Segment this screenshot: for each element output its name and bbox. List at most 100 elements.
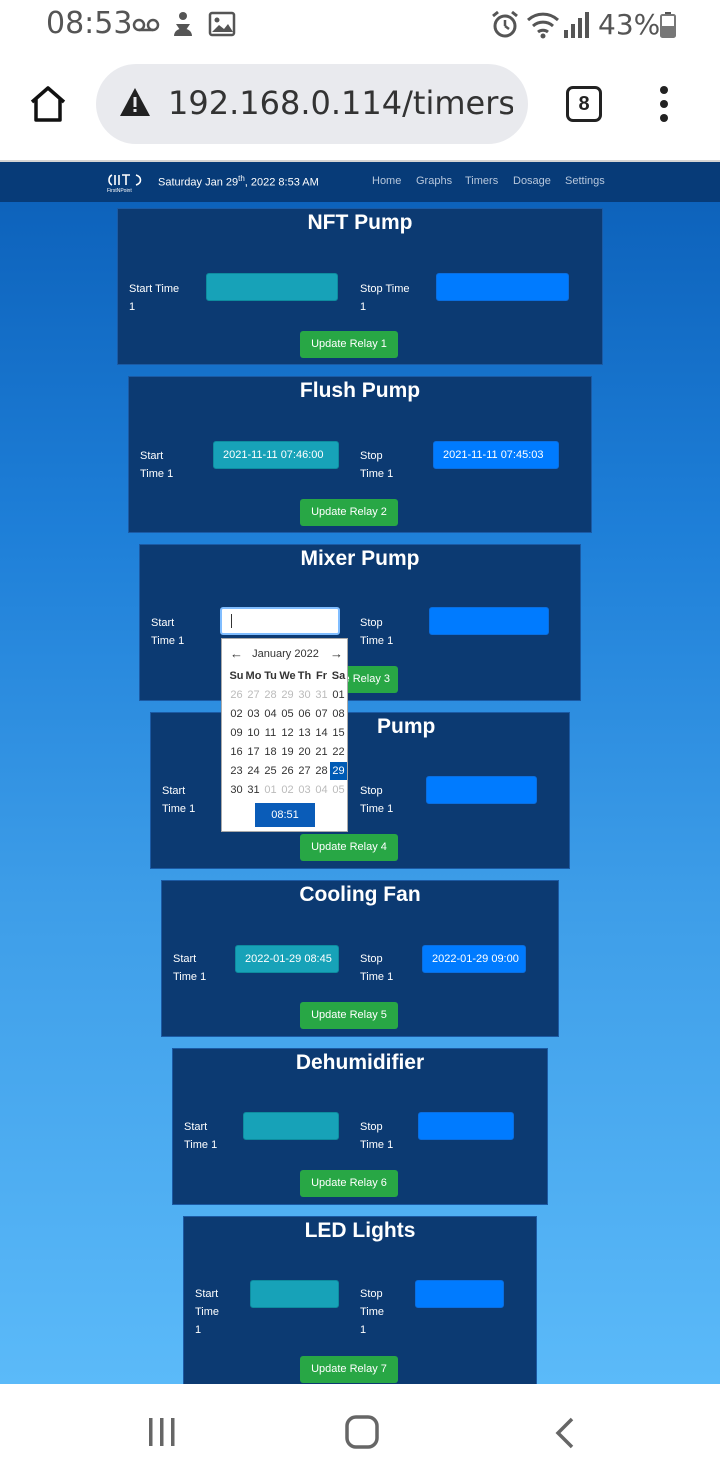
picker-day[interactable]: 13 <box>298 727 311 739</box>
picker-day[interactable]: 11 <box>264 727 277 739</box>
stop-time-input[interactable] <box>415 1280 504 1308</box>
picker-day[interactable]: 28 <box>264 689 277 701</box>
wifi-icon <box>526 12 560 39</box>
picker-day[interactable]: 27 <box>298 765 311 777</box>
picker-weekday: Th <box>297 670 312 682</box>
address-bar[interactable]: 192.168.0.114/timers.php <box>96 64 528 144</box>
start-time-input-focused[interactable] <box>220 607 340 635</box>
picker-day[interactable]: 09 <box>230 727 243 739</box>
relay-title: LED Lights <box>304 1219 416 1242</box>
picker-day[interactable]: 01 <box>264 784 277 796</box>
stop-time-input[interactable] <box>429 607 549 635</box>
relay-title: Cooling Fan <box>299 883 421 906</box>
picker-day[interactable]: 25 <box>264 765 277 777</box>
picker-day[interactable]: 10 <box>247 727 260 739</box>
start-time-input[interactable]: 2021-11-11 07:46:00 <box>213 441 339 469</box>
relay-card-1: NFT Pump Start Time 1 Stop Time 1 Update… <box>117 208 603 365</box>
tab-switcher-button[interactable]: 8 <box>566 86 602 122</box>
update-relay-button[interactable]: Update Relay 2 <box>300 499 398 526</box>
picker-day[interactable]: 06 <box>298 708 311 720</box>
stop-time-input[interactable] <box>426 776 537 804</box>
update-relay-button[interactable]: Update Relay 7 <box>300 1356 398 1383</box>
picker-day[interactable]: 29 <box>281 689 294 701</box>
picker-day[interactable]: 08 <box>332 708 345 720</box>
stop-time-input[interactable] <box>418 1112 514 1140</box>
recent-apps-icon[interactable] <box>146 1416 178 1448</box>
picker-day[interactable]: 04 <box>264 708 277 720</box>
picker-day[interactable]: 01 <box>332 689 345 701</box>
picker-day[interactable]: 07 <box>315 708 328 720</box>
nav-settings-link[interactable]: Settings <box>565 175 605 187</box>
start-time-label: Start Time 1 <box>151 617 185 647</box>
picker-day[interactable]: 18 <box>264 746 277 758</box>
picker-day[interactable]: 17 <box>247 746 260 758</box>
picker-day[interactable]: 05 <box>281 708 294 720</box>
picker-day[interactable]: 05 <box>332 784 345 796</box>
picker-day[interactable]: 30 <box>230 784 243 796</box>
update-relay-button[interactable]: Update Relay 6 <box>300 1170 398 1197</box>
picker-day[interactable]: 27 <box>247 689 260 701</box>
home-icon[interactable] <box>28 84 68 124</box>
nav-date-ordinal: th <box>238 174 245 183</box>
picker-day[interactable]: 31 <box>315 689 328 701</box>
back-icon[interactable] <box>550 1416 578 1450</box>
picker-day[interactable]: 15 <box>332 727 345 739</box>
nav-graphs-link[interactable]: Graphs <box>416 175 453 187</box>
picker-month-label: January 2022 <box>252 648 319 660</box>
start-time-label: Start Time 1 <box>195 1288 220 1336</box>
start-time-input[interactable] <box>250 1280 339 1308</box>
nav-timers-link[interactable]: Timers <box>465 175 499 187</box>
relay-card-7: LED Lights Start Time 1 Stop Time 1 Upda… <box>183 1216 537 1384</box>
picker-day[interactable]: 24 <box>247 765 260 777</box>
browser-toolbar: 192.168.0.114/timers.php 8 <box>0 52 720 160</box>
picker-day[interactable]: 30 <box>298 689 311 701</box>
picker-day[interactable]: 02 <box>230 708 243 720</box>
stop-time-label: Stop Time 1 <box>360 1288 385 1336</box>
picker-day[interactable]: 23 <box>230 765 243 777</box>
picker-day[interactable]: 21 <box>315 746 328 758</box>
battery-percent: 43% <box>598 8 661 41</box>
picker-day[interactable]: 16 <box>230 746 243 758</box>
start-time-input[interactable] <box>243 1112 339 1140</box>
prev-month-button[interactable]: ← <box>230 646 243 661</box>
more-menu-icon[interactable] <box>656 84 672 124</box>
stop-time-input[interactable] <box>436 273 569 301</box>
picker-day[interactable]: 31 <box>247 784 260 796</box>
relay-title: Flush Pump <box>299 379 421 402</box>
picker-day[interactable]: 22 <box>332 746 345 758</box>
picker-weekday: Su <box>229 670 244 682</box>
stop-time-input[interactable]: 2022-01-29 09:00 <box>422 945 526 973</box>
picker-day[interactable]: 20 <box>298 746 311 758</box>
picker-day[interactable]: 28 <box>315 765 328 777</box>
picker-day[interactable]: 19 <box>281 746 294 758</box>
picker-day[interactable]: 26 <box>230 689 243 701</box>
update-relay-button[interactable]: Update Relay 4 <box>300 834 398 861</box>
warning-icon[interactable] <box>118 86 152 118</box>
picker-day[interactable]: 12 <box>281 727 294 739</box>
relay-card-6: Dehumidifier Start Time 1 Stop Time 1 Up… <box>172 1048 548 1205</box>
picker-day[interactable]: 03 <box>298 784 311 796</box>
update-relay-button[interactable]: Update Relay 5 <box>300 1002 398 1029</box>
site-logo[interactable]: FirstNPoint <box>106 171 148 193</box>
start-time-input[interactable]: 2022-01-29 08:45 <box>235 945 339 973</box>
svg-text:FirstNPoint: FirstNPoint <box>107 188 132 193</box>
picker-day[interactable]: 29 <box>330 762 347 780</box>
update-relay-button[interactable]: Update Relay 1 <box>300 331 398 358</box>
url-text[interactable]: 192.168.0.114/timers.php <box>168 84 513 122</box>
picker-day[interactable]: 14 <box>315 727 328 739</box>
start-time-input[interactable] <box>206 273 338 301</box>
nav-home-link[interactable]: Home <box>372 175 402 187</box>
stop-time-input[interactable]: 2021-11-11 07:45:03 <box>433 441 559 469</box>
nav-dosage-link[interactable]: Dosage <box>513 175 551 187</box>
picker-day[interactable]: 02 <box>281 784 294 796</box>
relay-title: Pump <box>377 715 436 738</box>
text-cursor <box>231 614 232 628</box>
picker-time-button[interactable]: 08:51 <box>255 803 315 827</box>
home-nav-icon[interactable] <box>344 1414 380 1450</box>
picker-day[interactable]: 04 <box>315 784 328 796</box>
picker-day[interactable]: 03 <box>247 708 260 720</box>
relay-title: NFT Pump <box>307 211 413 234</box>
picker-day[interactable]: 26 <box>281 765 294 777</box>
next-month-button[interactable]: → <box>330 646 343 661</box>
